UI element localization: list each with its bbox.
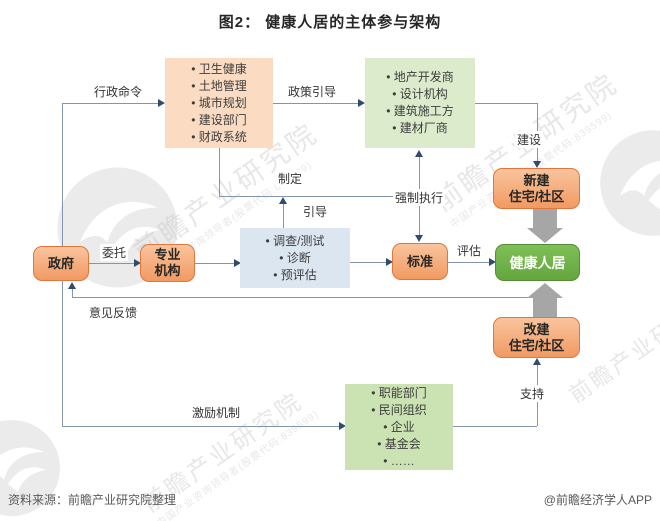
node-label: 改建 [523,321,550,337]
edge-enforce-arrowhead [415,150,423,157]
edge-build-line [475,103,537,104]
edge-label-feedback: 意见反馈 [87,304,140,321]
list-item: 调查/测试 [244,233,346,250]
list-item: …… [349,453,449,470]
edge-admin-order-line [62,103,159,104]
list-item: 卫生健康 [169,61,269,78]
agency-node: 专业 机构 [140,244,195,282]
edge-entrust-arrowhead [134,259,141,267]
edge-admin-order-line [62,103,63,246]
list-item: 基金会 [349,436,449,453]
gov-departments-box: 卫生健康 土地管理 城市规划 建设部门 财政系统 [165,58,273,148]
assessment-box: 调查/测试 诊断 预评估 [240,228,350,288]
new-housing-to-healthy-arrow [527,228,563,243]
edge-incentive-line [62,426,340,427]
node-label: 标准 [406,253,433,269]
edge-policy-guide-arrowhead [358,99,365,107]
list-item: 设计机构 [369,86,471,103]
renovated-to-healthy-arrow [533,298,557,317]
edge-label-incentive: 激励机制 [190,404,243,421]
credit-note: @前瞻经济学人APP [543,493,652,507]
government-node: 政府 [33,246,89,281]
edge-agency-assess-arrowhead [234,259,241,267]
edge-support-arrowhead [533,358,541,365]
list-item: 民间组织 [349,402,449,419]
standard-node: 标准 [392,243,448,280]
edge-policy-guide-line [273,103,359,104]
list-item: 城市规划 [169,95,269,112]
edge-build-arrowhead [533,161,541,168]
edge-entrust-line [89,263,135,264]
edge-label-policy-guide: 政策引导 [286,83,339,100]
list-item: 财政系统 [169,129,269,146]
edge-feedback-line [72,288,73,297]
list-item: 建设部门 [169,112,269,129]
brand-logo-watermark [600,130,660,236]
edge-agency-assess-line [195,263,235,264]
edge-feedback-arrowhead [68,282,76,289]
edge-label-entrust: 委托 [100,244,129,261]
list-item: 诊断 [244,250,346,267]
node-label: 住宅/社区 [508,188,565,204]
edge-label-formulate: 制定 [276,170,305,187]
support-orgs-box: 职能部门 民间组织 企业 基金会 …… [345,384,453,470]
edge-support-line [453,426,537,427]
edge-guide-line [283,203,284,228]
new-housing-node: 新建 住宅/社区 [493,168,580,209]
list-item: 职能部门 [349,385,449,402]
edge-assess-standard-arrowhead [386,258,393,266]
market-players-box: 地产开发商 设计机构 建筑施工方 建材厂商 [365,58,475,148]
source-note: 资料来源：前瞻产业研究院整理 [8,493,177,507]
edge-incentive-line [62,281,63,426]
new-housing-to-healthy-arrow [533,209,557,228]
edge-enforce-arrowhead [415,235,423,242]
list-item: 地产开发商 [369,69,471,86]
edge-feedback-line [72,297,535,298]
edge-guide-arrowhead [279,197,287,204]
edge-label-admin-order: 行政命令 [92,83,145,100]
edge-formulate-line [219,196,419,197]
node-label: 健康人居 [509,254,566,271]
node-label: 住宅/社区 [508,337,565,353]
healthy-living-node: 健康人居 [495,244,580,281]
edge-assess-standard-line [350,262,387,263]
list-item: 土地管理 [169,78,269,95]
list-item: 建筑施工方 [369,103,471,120]
renovated-to-healthy-arrow [527,283,563,298]
edge-label-evaluate: 评估 [455,242,484,259]
list-item: 企业 [349,419,449,436]
list-item: 建材厂商 [369,120,471,137]
node-label: 新建 [523,172,550,188]
edge-admin-order-arrowhead [158,99,165,107]
renovated-housing-node: 改建 住宅/社区 [493,317,580,358]
list-item: 预评估 [244,267,346,284]
node-label: 机构 [154,263,181,278]
edge-evaluate-arrowhead [489,258,496,266]
edge-label-support: 支持 [518,385,547,402]
edge-label-guide: 引导 [301,203,330,220]
node-label: 政府 [47,255,74,271]
edge-label-enforce: 强制执行 [393,189,446,206]
edge-evaluate-line [448,262,490,263]
edge-formulate-line [219,148,220,196]
edge-incentive-arrowhead [339,422,346,430]
node-label: 专业 [154,247,181,262]
edge-label-build: 建设 [515,131,544,148]
figure-title: 图2： 健康人居的主体参与架构 [218,14,442,31]
